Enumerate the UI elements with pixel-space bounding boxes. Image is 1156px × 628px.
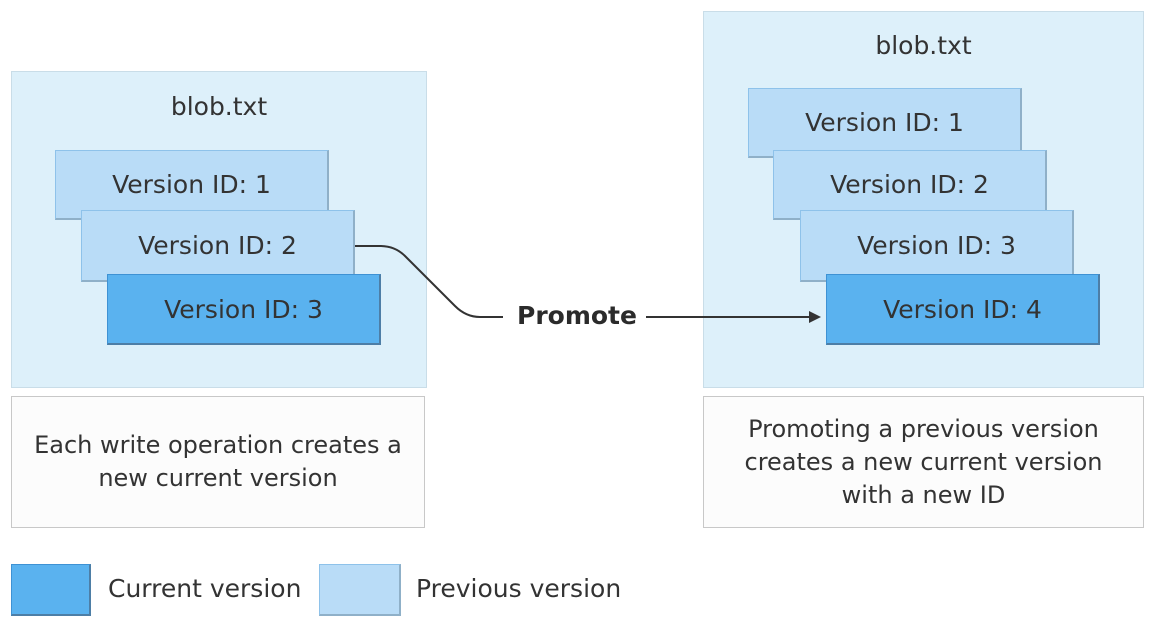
right-version-3: Version ID: 3	[800, 210, 1074, 282]
left-version-2: Version ID: 2	[81, 210, 355, 282]
promote-curve-line	[355, 245, 503, 318]
left-panel-title: blob.txt	[170, 92, 268, 121]
left-version-3: Version ID: 3	[107, 274, 381, 345]
right-version-4: Version ID: 4	[826, 274, 1100, 345]
legend-current-label: Current version	[108, 574, 302, 603]
legend-previous-label: Previous version	[416, 574, 622, 603]
right-version-2: Version ID: 2	[773, 150, 1047, 220]
promote-label: Promote	[517, 301, 637, 330]
legend-previous-swatch	[319, 564, 401, 616]
legend-current-swatch	[11, 564, 91, 616]
left-caption: Each write operation creates a new curre…	[11, 396, 425, 528]
right-caption: Promoting a previous version creates a n…	[703, 396, 1144, 528]
right-version-1: Version ID: 1	[748, 88, 1022, 158]
right-panel-title: blob.txt	[875, 31, 972, 60]
